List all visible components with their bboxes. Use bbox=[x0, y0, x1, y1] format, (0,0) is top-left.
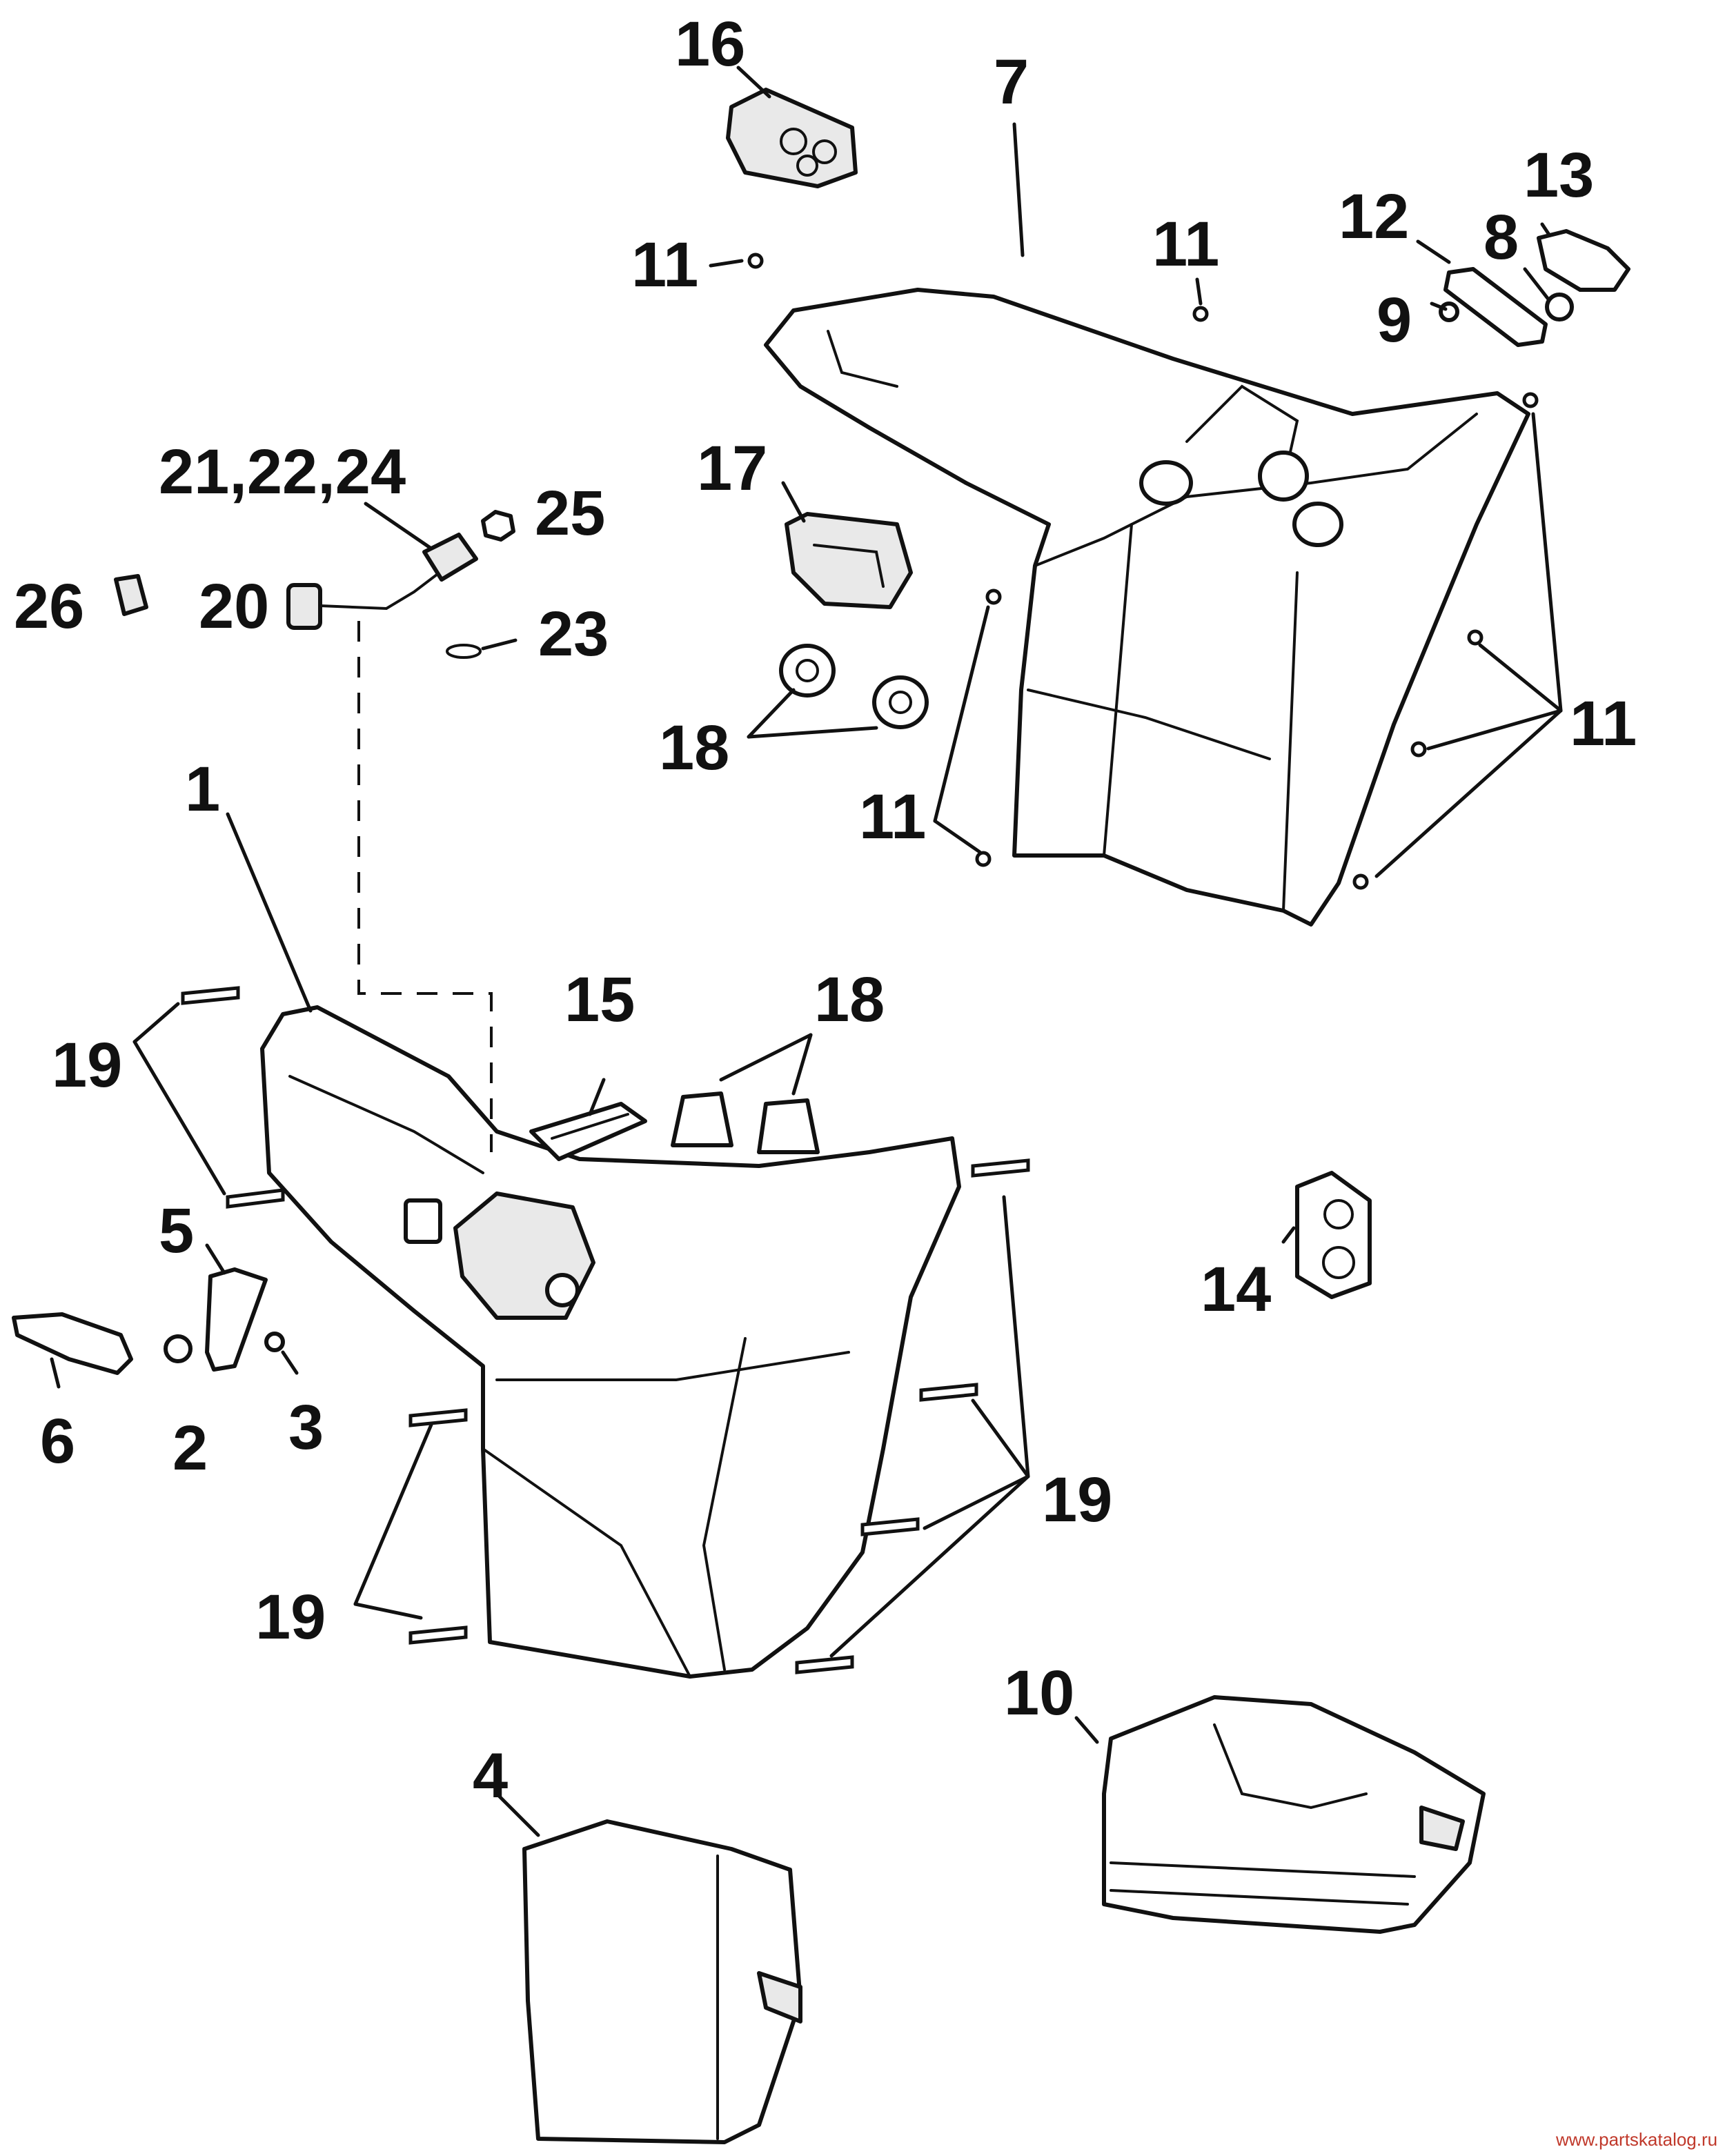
callout-11-lower-left: 11 bbox=[859, 782, 926, 852]
callout-18-upper: 18 bbox=[659, 713, 729, 783]
callout-1: 1 bbox=[185, 754, 220, 824]
part-18-bushing-upper bbox=[779, 644, 929, 729]
part-23-ring bbox=[446, 644, 482, 659]
callout-26: 26 bbox=[14, 571, 84, 642]
part-16-grommet bbox=[726, 88, 858, 188]
callout-11-upper-mid: 11 bbox=[1152, 209, 1219, 279]
part-15-clip bbox=[529, 1102, 647, 1161]
fasteners bbox=[181, 253, 1539, 1674]
callout-17: 17 bbox=[697, 433, 767, 504]
part-1-lower-cowling bbox=[260, 1005, 961, 1679]
part-12-latch-link bbox=[1443, 267, 1548, 347]
callout-16: 16 bbox=[675, 9, 745, 79]
callout-14: 14 bbox=[1201, 1254, 1271, 1325]
part-5-latch-link bbox=[205, 1267, 268, 1372]
callout-25: 25 bbox=[535, 478, 605, 548]
callout-10: 10 bbox=[1004, 1658, 1074, 1728]
callout-5: 5 bbox=[159, 1196, 194, 1266]
callout-labels: 16 7 11 11 12 13 8 9 21,22,24 25 26 20 2… bbox=[14, 9, 1637, 1811]
part-21-22-24-harness-connector bbox=[422, 533, 478, 582]
callout-2: 2 bbox=[172, 1413, 208, 1483]
callout-3: 3 bbox=[288, 1392, 324, 1463]
part-13-latch-handle bbox=[1537, 229, 1630, 292]
part-6-latch-handle bbox=[12, 1312, 133, 1375]
callout-20: 20 bbox=[199, 571, 269, 642]
callout-12: 12 bbox=[1339, 181, 1409, 252]
part-9-rivet bbox=[1439, 301, 1459, 322]
part-17-bracket bbox=[785, 512, 913, 609]
part-7-upper-cowling bbox=[764, 288, 1530, 927]
part-8-washer bbox=[1545, 293, 1574, 322]
callout-11-right: 11 bbox=[1570, 689, 1637, 759]
callout-8: 8 bbox=[1483, 202, 1519, 273]
callout-21-22-24: 21,22,24 bbox=[159, 437, 406, 507]
part-2-washer bbox=[164, 1334, 193, 1363]
part-20-switch bbox=[286, 564, 450, 630]
callout-13: 13 bbox=[1524, 140, 1594, 210]
watermark: www.partskatalog.ru bbox=[1555, 2129, 1717, 2150]
callout-4: 4 bbox=[473, 1741, 508, 1811]
callout-7: 7 bbox=[994, 47, 1029, 117]
part-3-rivet bbox=[264, 1332, 285, 1352]
callout-19-left: 19 bbox=[52, 1030, 122, 1100]
part-25-nut bbox=[481, 510, 515, 542]
part-14-seal bbox=[1295, 1171, 1372, 1299]
callout-19-right: 19 bbox=[1042, 1465, 1112, 1535]
part-18-bushing-lower bbox=[671, 1091, 820, 1154]
callout-23: 23 bbox=[538, 599, 609, 669]
leader-lines bbox=[50, 66, 1563, 1837]
wiring-guide-dashed bbox=[357, 621, 493, 1152]
callout-9: 9 bbox=[1377, 285, 1412, 355]
callout-6: 6 bbox=[40, 1406, 75, 1476]
part-4-lower-panel bbox=[522, 1819, 802, 2144]
part-10-lower-rear-panel bbox=[1102, 1695, 1486, 1934]
callout-15: 15 bbox=[564, 965, 635, 1035]
callout-11-upper-left: 11 bbox=[631, 230, 698, 300]
callout-18-lower: 18 bbox=[814, 965, 885, 1035]
callout-19-bottom: 19 bbox=[255, 1582, 326, 1652]
part-26-cap bbox=[114, 574, 148, 616]
